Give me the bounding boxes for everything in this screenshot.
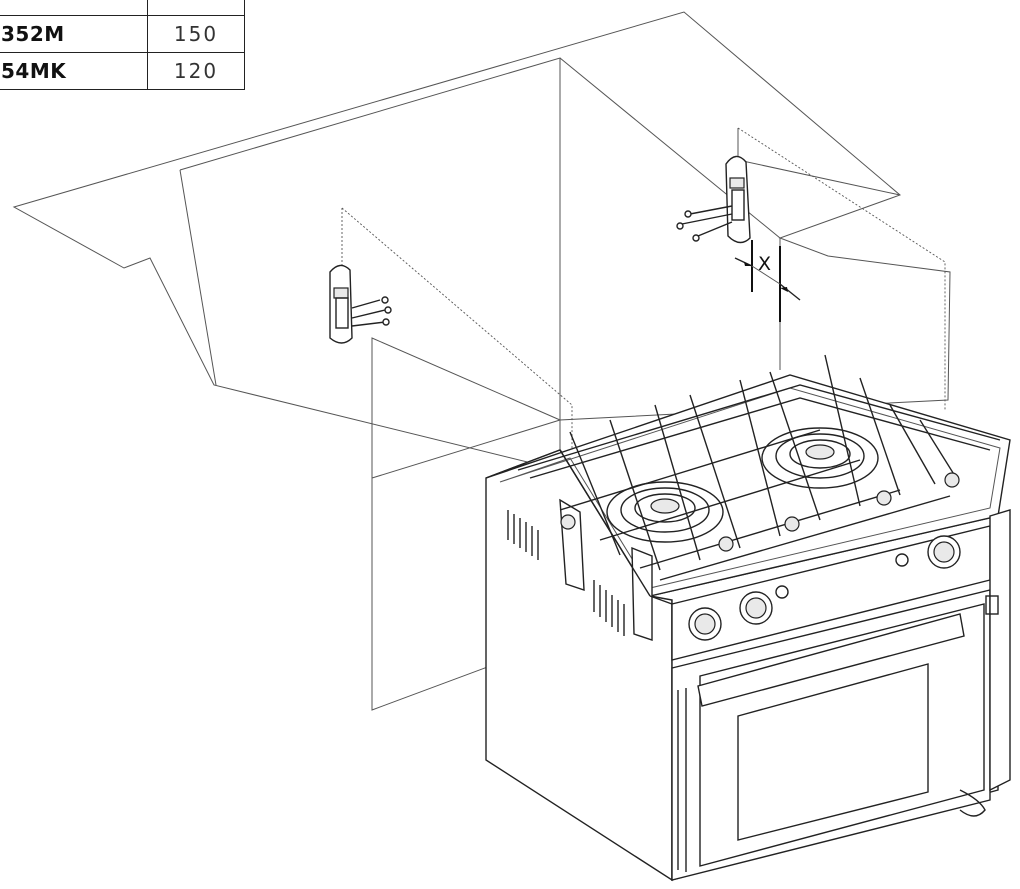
- model-cell: 352M: [0, 15, 148, 53]
- side-vents: [507, 510, 625, 636]
- control-knobs: [688, 535, 961, 641]
- burner-right: [761, 427, 879, 489]
- mounting-bracket-right: [676, 155, 751, 244]
- spec-table: 352M 150 54MK 120: [0, 0, 245, 90]
- table-row: 352M 150: [0, 15, 245, 53]
- stove: [485, 354, 1011, 882]
- table-row: 54MK 120: [0, 52, 245, 90]
- table-header-row: [0, 0, 245, 16]
- value-cell: 120: [147, 52, 245, 90]
- dimension-x-marker: X: [734, 240, 801, 322]
- mounting-bracket-left: [329, 264, 392, 344]
- cabinet-cutout: [179, 57, 561, 420]
- pan-support-grid: [517, 354, 1001, 581]
- oven-door: [671, 589, 991, 881]
- dimension-x-label: X: [758, 253, 771, 275]
- grid-clip-knobs: [560, 472, 960, 552]
- model-cell: 54MK: [0, 52, 148, 90]
